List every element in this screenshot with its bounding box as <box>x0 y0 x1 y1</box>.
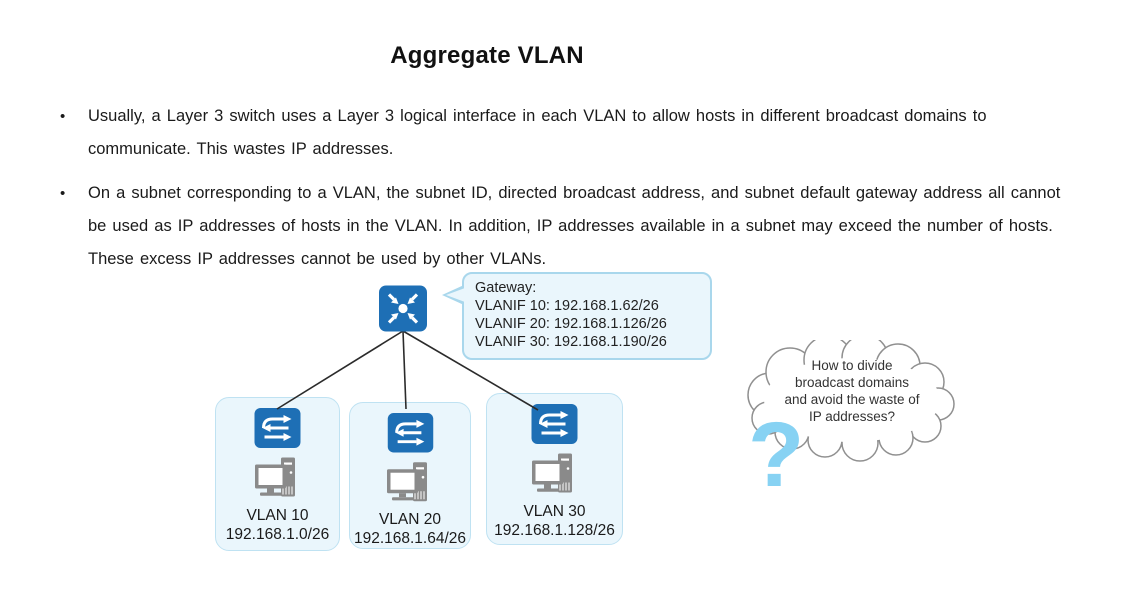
vlan-name: VLAN 30 <box>523 503 586 520</box>
vlan-subnet: 192.168.1.0/26 <box>225 526 330 543</box>
page-title: Aggregate VLAN <box>390 42 584 69</box>
pc-icon <box>531 453 572 493</box>
question-mark: ? <box>748 404 805 506</box>
l2-switch-icon <box>531 404 578 444</box>
thought-cloud-shape <box>747 340 955 462</box>
cloud-line: IP addresses? <box>808 409 896 424</box>
callout-line: VLANIF 10: 192.168.1.62/26 <box>475 298 659 314</box>
callout-line: Gateway: <box>475 280 537 296</box>
vlan-label: VLAN 10 192.168.1.0/26 <box>226 506 329 544</box>
pc-icon <box>387 461 427 501</box>
l3-switch-icon <box>379 285 427 332</box>
vlan-name: VLAN 10 <box>246 507 309 524</box>
vlan-20-card: VLAN 20 192.168.1.64/26 <box>349 402 471 549</box>
vlan-name: VLAN 20 <box>378 511 442 528</box>
vlan-10-card: VLAN 10 192.168.1.0/26 <box>215 397 340 551</box>
bullet-marker: • <box>60 185 66 202</box>
cloud-line: broadcast domains <box>794 375 910 390</box>
bullet-item: • Usually, a Layer 3 switch uses a Layer… <box>60 100 1070 166</box>
callout-pointer-fill <box>446 288 465 302</box>
bullet-list: • Usually, a Layer 3 switch uses a Layer… <box>60 100 1070 276</box>
vlan-30-card: VLAN 30 192.168.1.128/26 <box>486 393 623 545</box>
vlan-label: VLAN 30 192.168.1.128/26 <box>494 502 615 540</box>
l2-switch-icon <box>387 413 433 453</box>
l2-switch-icon <box>254 408 301 448</box>
pc-icon <box>254 457 295 497</box>
bullet-text: Usually, a Layer 3 switch uses a Layer 3… <box>88 107 987 158</box>
vlan-subnet: 192.168.1.128/26 <box>494 522 615 539</box>
bullet-text: On a subnet corresponding to a VLAN, the… <box>88 184 1061 268</box>
vlan-label: VLAN 20 192.168.1.64/26 <box>354 510 466 548</box>
callout-line: VLANIF 20: 192.168.1.126/26 <box>475 316 667 332</box>
vlan-subnet: 192.168.1.64/26 <box>353 530 467 547</box>
bullet-item: • On a subnet corresponding to a VLAN, t… <box>60 177 1070 276</box>
cloud-line: and avoid the waste of <box>784 392 920 407</box>
bullet-marker: • <box>60 108 66 125</box>
callout-line: VLANIF 30: 192.168.1.190/26 <box>475 334 667 350</box>
thought-cloud-text: How to divide broadcast domains and avoi… <box>752 357 952 425</box>
gateway-callout: Gateway: VLANIF 10: 192.168.1.62/26 VLAN… <box>442 272 712 360</box>
cloud-line: How to divide <box>811 358 893 373</box>
